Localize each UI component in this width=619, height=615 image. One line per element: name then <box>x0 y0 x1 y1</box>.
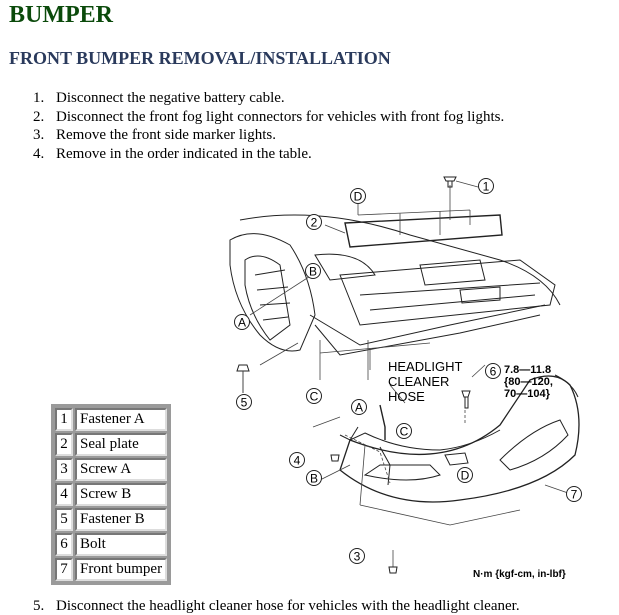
svg-text:C: C <box>310 390 319 404</box>
callout-d-upper: D <box>350 188 366 204</box>
step-number: 1. <box>33 90 45 106</box>
step-text: Remove the front side marker lights. <box>56 127 276 143</box>
steps-list: 1. Disconnect the negative battery cable.… <box>33 89 504 163</box>
callout-3: 3 <box>349 548 365 564</box>
step-text: Remove in the order indicated in the tab… <box>56 145 312 162</box>
step-number: 5. <box>33 598 45 614</box>
svg-text:4: 4 <box>294 454 301 468</box>
step-number: 3. <box>33 127 45 143</box>
car-body-illustration <box>229 214 561 356</box>
callout-a-upper: A <box>234 314 250 330</box>
torque-units: N·m {kgf-cm, in-lbf} <box>473 569 566 580</box>
svg-text:A: A <box>238 316 246 330</box>
svg-text:7.8—11.8: 7.8—11.8 <box>504 364 551 376</box>
svg-text:C: C <box>400 425 409 439</box>
bumper-exploded-diagram: 1 2 D B A 5 C A C 4 B D 7 3 6 HEADLIGHT … <box>229 176 582 580</box>
svg-text:2: 2 <box>311 216 318 230</box>
page-title: BUMPER <box>9 2 113 28</box>
svg-text:CLEANER: CLEANER <box>388 374 449 389</box>
svg-text:1: 1 <box>483 180 490 194</box>
section-title: FRONT BUMPER REMOVAL/INSTALLATION <box>9 48 391 68</box>
part-name: Front bumper <box>75 558 168 581</box>
step-item: 4. Remove in the order indicated in the t… <box>33 145 504 164</box>
fastener-a-icon <box>443 176 457 188</box>
step-text: Disconnect the headlight cleaner hose fo… <box>56 598 520 614</box>
step-item: 2. Disconnect the front fog light connect… <box>33 108 504 127</box>
part-number: 6 <box>55 533 73 556</box>
part-number: 2 <box>55 433 73 456</box>
callout-a-lower: A <box>351 399 367 415</box>
callout-7: 7 <box>566 486 582 502</box>
svg-text:{80—120,: {80—120, <box>504 376 553 388</box>
step-text: Disconnect the front fog light connector… <box>56 108 505 125</box>
svg-text:3: 3 <box>354 550 361 564</box>
svg-text:D: D <box>461 469 470 483</box>
callout-2: 2 <box>306 214 322 230</box>
part-number: 1 <box>55 408 73 431</box>
screw-a-icon <box>388 566 398 574</box>
svg-text:70—104}: 70—104} <box>504 388 551 400</box>
part-number: 4 <box>55 483 73 506</box>
fastener-b-icon <box>236 364 250 393</box>
part-name: Seal plate <box>75 433 168 456</box>
hose-label: HEADLIGHT CLEANER HOSE <box>388 359 462 404</box>
step-number: 2. <box>33 108 45 125</box>
part-name: Screw A <box>75 458 168 481</box>
callout-4: 4 <box>289 452 305 468</box>
torque-spec: 7.8—11.8 {80—120, 70—104} <box>504 364 553 400</box>
step-text: Disconnect the negative battery cable. <box>56 90 285 106</box>
part-name: Screw B <box>75 483 168 506</box>
callout-1: 1 <box>478 178 494 194</box>
screw-b-icon <box>330 454 340 462</box>
part-name: Fastener B <box>75 508 168 531</box>
front-bumper-illustration <box>339 374 580 503</box>
leader-lines-upper <box>249 180 479 380</box>
step-number: 4. <box>33 145 45 162</box>
callout-c-upper: C <box>306 388 322 404</box>
part-number: 7 <box>55 558 73 581</box>
part-number: 3 <box>55 458 73 481</box>
part-name: Bolt <box>75 533 168 556</box>
svg-text:5: 5 <box>241 396 248 410</box>
callout-c-lower: C <box>396 423 412 439</box>
svg-text:B: B <box>310 472 318 486</box>
part-number: 5 <box>55 508 73 531</box>
bolt-icon <box>461 390 471 409</box>
callout-d-lower: D <box>457 467 473 483</box>
step-item: 1. Disconnect the negative battery cable. <box>33 89 504 108</box>
svg-text:6: 6 <box>490 365 497 379</box>
svg-text:HOSE: HOSE <box>388 389 425 404</box>
step-item: 3. Remove the front side marker lights. <box>33 126 504 145</box>
part-name: Fastener A <box>75 408 168 431</box>
svg-text:A: A <box>355 401 363 415</box>
svg-text:7: 7 <box>571 488 578 502</box>
callout-b-lower: B <box>306 470 322 486</box>
svg-text:B: B <box>309 265 317 279</box>
callout-6: 6 <box>485 363 501 379</box>
leader-lines-lower <box>312 340 569 567</box>
svg-text:HEADLIGHT: HEADLIGHT <box>388 359 462 374</box>
callout-b-upper: B <box>305 263 321 279</box>
callout-5: 5 <box>236 394 252 410</box>
svg-text:D: D <box>354 190 363 204</box>
step-item: 5. Disconnect the headlight cleaner hose … <box>33 598 520 615</box>
